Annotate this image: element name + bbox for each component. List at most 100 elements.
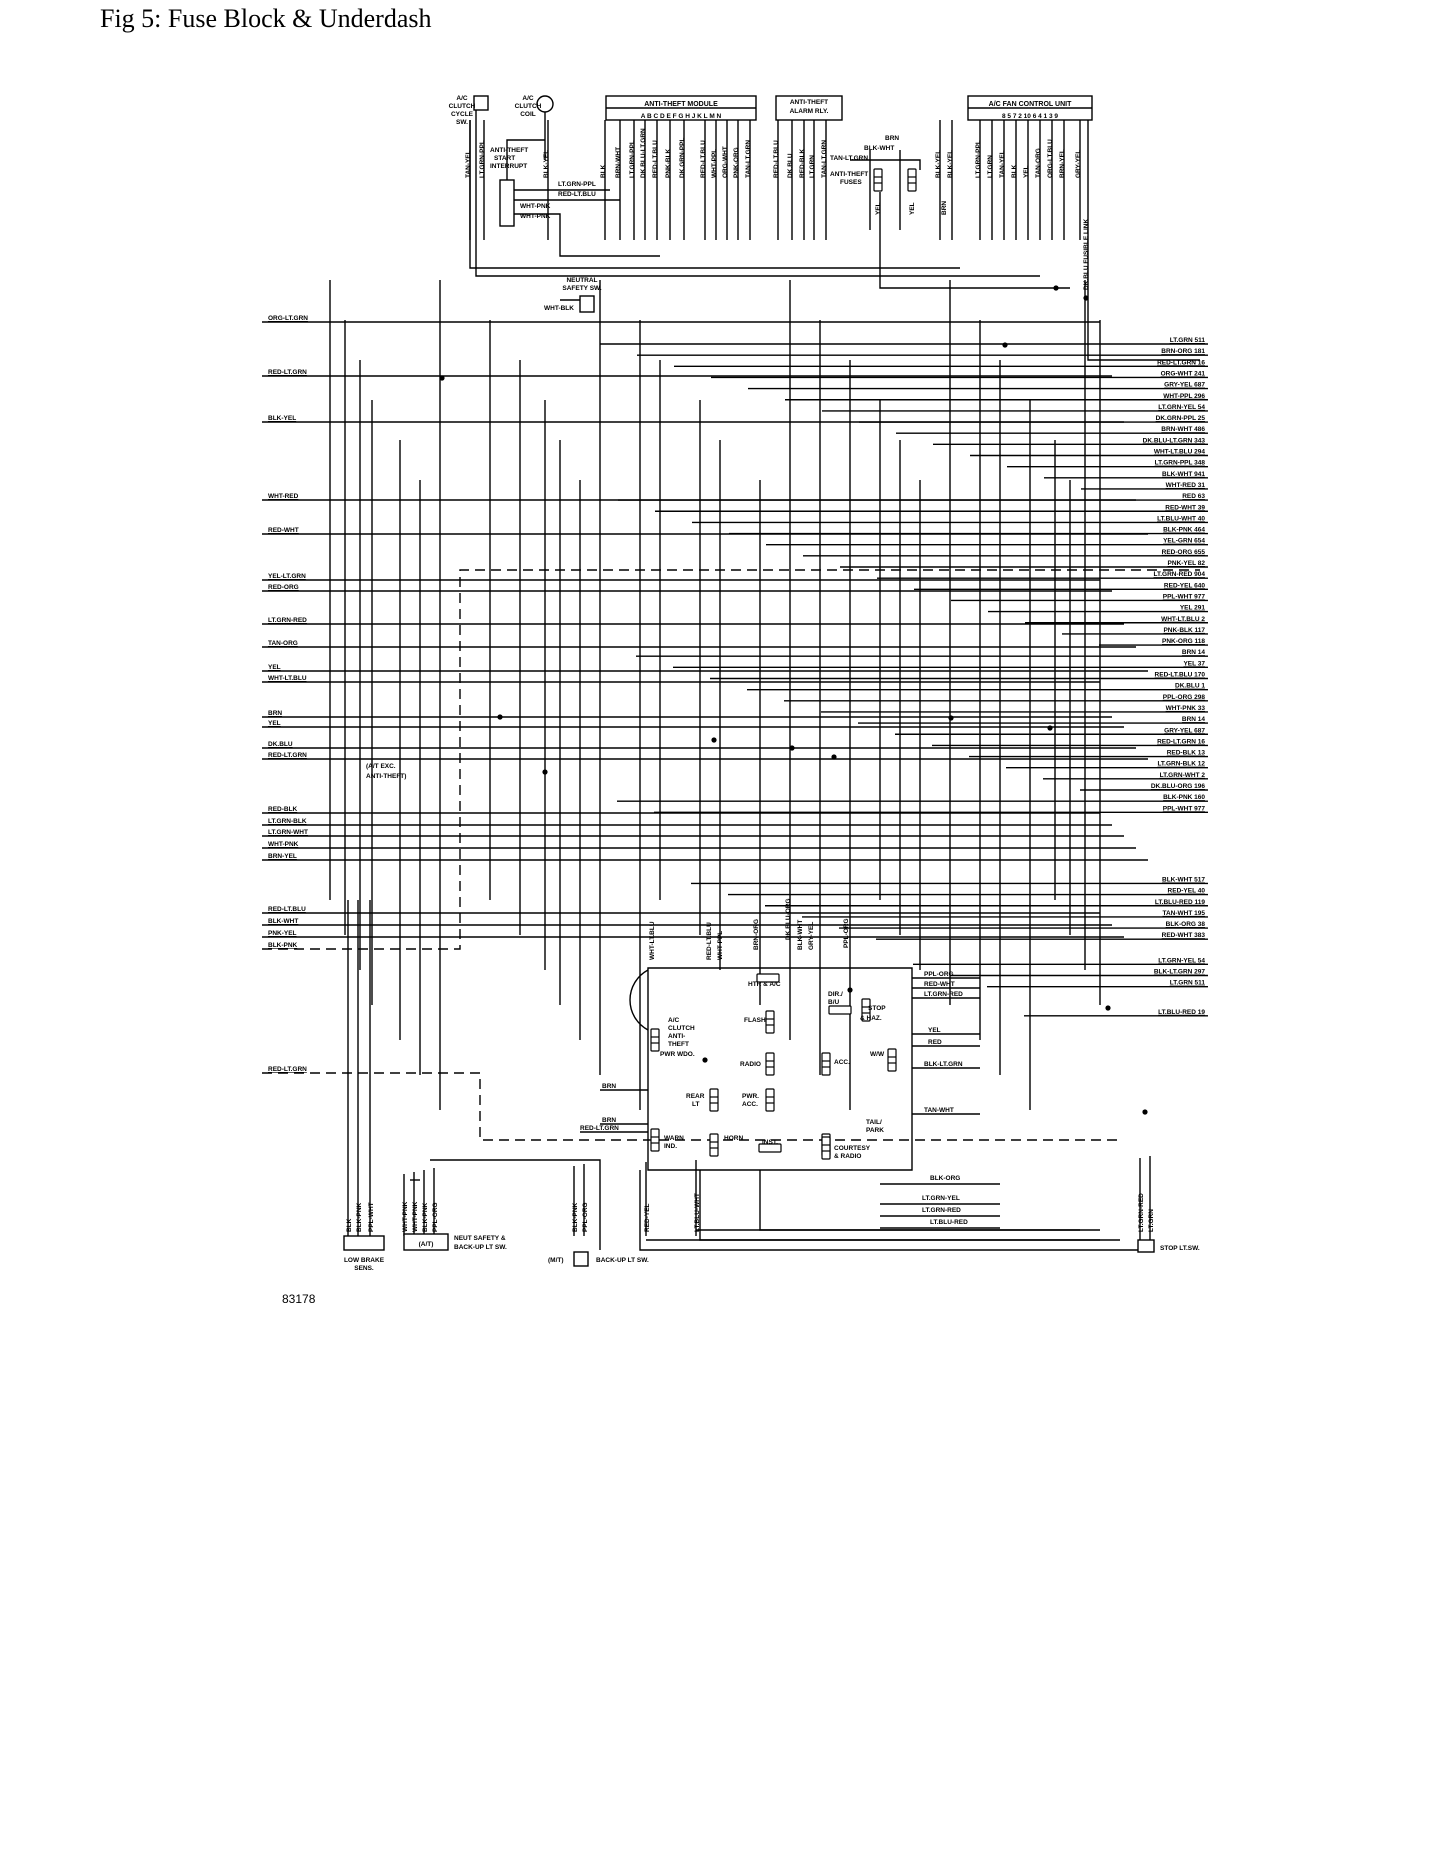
fuse-symbol: [828, 1005, 852, 1015]
right-wire-label: BLK-PNK 160: [1163, 794, 1205, 801]
right-wire-label: BRN 14: [1182, 649, 1206, 656]
bottom-wire-label: WHT-PNK: [402, 1201, 409, 1232]
neut-safety-backup-label: BACK-UP LT SW.: [454, 1244, 507, 1251]
start-interrupt-label: INTERRUPT: [490, 163, 527, 170]
fuse-label: COURTESY: [834, 1145, 871, 1152]
right-wire-label: BLK-WHT 517: [1162, 876, 1205, 883]
top-wire-label: BRN-WHT: [615, 147, 622, 178]
wire-label: TAN-LT.GRN: [830, 155, 868, 162]
top-wire-label: LT.GRN-PPL: [479, 140, 486, 178]
top-wire-label: PNK-ORG: [733, 147, 740, 178]
wire-line: [514, 213, 660, 257]
fuse-label: HTR & A/C: [748, 981, 781, 988]
fuse-block-wire-label: LT.GRN-RED: [922, 1207, 961, 1214]
mt-tag: (M/T): [548, 1257, 564, 1264]
wire-label: WHT-LT.BLU: [649, 921, 656, 960]
neutral-safety-switch: [579, 295, 595, 313]
right-wire-label: RED-YEL 640: [1164, 582, 1205, 589]
fuse-symbol: [650, 1128, 660, 1152]
top-wire-label: DK.BLU FUSIBLE LINK: [1083, 219, 1090, 290]
top-wire-label: PNK-BLK: [665, 148, 672, 178]
splice-dot: [1083, 295, 1089, 301]
right-wire-label: YEL-GRN 654: [1163, 538, 1205, 545]
anti-theft-fuse: [907, 168, 917, 192]
anti-theft-fuse: [873, 168, 883, 192]
stop-light-switch: [1137, 1239, 1155, 1253]
ac-clutch-coil: [536, 95, 554, 113]
ac-clutch-coil-label: A/C: [522, 95, 534, 102]
fuse-label: & RADIO: [834, 1153, 861, 1160]
top-wire-label: TAN-LT.GRN: [745, 140, 752, 178]
fuse-label: B/U: [828, 999, 840, 1006]
fuse-label: ANTI-: [668, 1033, 685, 1040]
start-interrupt-label: ANTI-THEFT: [490, 147, 528, 154]
right-wire-label: LT.GRN-YEL 54: [1158, 957, 1205, 964]
bottom-wire-label: BLK-PNK: [422, 1202, 429, 1232]
left-wire-label: ORG-LT.GRN: [268, 315, 308, 322]
right-wire-label: RED-WHT 39: [1165, 504, 1205, 511]
annotation-label: ANTI-THEFT): [366, 773, 406, 780]
fuse-symbol: [650, 1028, 660, 1052]
fuse-block-wire-label: LT.GRN-YEL: [922, 1195, 960, 1202]
left-wire-label: YEL: [268, 664, 281, 671]
top-wire-label: BRN-YEL: [1059, 149, 1066, 178]
left-wire-label: WHT-LT.BLU: [268, 675, 307, 682]
dashed-wire: [262, 1072, 1120, 1141]
right-wire-label: PPL-ORG 298: [1163, 694, 1206, 701]
wire-label: WHT-PNK: [520, 203, 551, 210]
wire-label: YEL: [875, 202, 882, 215]
right-wire-label: LT.GRN-BLK 12: [1157, 761, 1205, 768]
fuse-label: ACC.: [834, 1059, 850, 1066]
top-wire-label: RED-LT.BLU: [700, 140, 707, 178]
wire-lines: [262, 110, 1208, 1251]
right-wire-label: RED-BLK 13: [1167, 750, 1206, 757]
right-wire-label: LT.GRN-YEL 54: [1158, 404, 1205, 411]
bottom-wire-label: PPL-ORG: [432, 1202, 439, 1232]
top-wire-label: WHT-PPL: [711, 149, 718, 178]
fuse-label: INST.: [762, 1139, 778, 1146]
splice-dot: [1047, 725, 1053, 731]
fuse-label: THEFT: [668, 1041, 689, 1048]
right-wire-label: LT.GRN-RED 904: [1153, 571, 1205, 578]
top-wire-label: RED-LT.BLU: [652, 140, 659, 178]
component-boxes: [343, 95, 1155, 1267]
bottom-wire-label: WHT-PNK: [412, 1201, 419, 1232]
fuse-label: A/C: [668, 1017, 680, 1024]
splice-dot: [497, 714, 503, 720]
right-wire-label: RED 63: [1182, 493, 1205, 500]
right-wire-label: PPL-WHT 977: [1163, 593, 1206, 600]
wire-label: WHT-PPL: [717, 931, 724, 960]
fuse-block-wire-label: RED-WHT: [924, 981, 955, 988]
fuse-block-wire-label: BLK-LT.GRN: [924, 1061, 963, 1068]
bottom-wire-label: PPL-WHT: [368, 1202, 375, 1232]
fuse-symbol: [821, 1136, 831, 1160]
fuse-label: HORN: [724, 1135, 743, 1142]
left-wire-label: BLK-WHT: [268, 918, 298, 925]
neutral-safety-backup-switch: [403, 1233, 449, 1251]
wire-line: [869, 150, 901, 230]
alarm-relay-label: ANTI-THEFT: [790, 99, 828, 106]
right-wire-label: BRN-ORG 181: [1161, 348, 1205, 355]
wire-label: BRN-ORG: [753, 919, 760, 950]
wire-label: PPL-ORG: [843, 918, 850, 948]
left-wire-label: RED-LT.BLU: [268, 906, 306, 913]
fuse-label: STOP: [868, 1005, 886, 1012]
right-wire-label: TAN-WHT 195: [1163, 910, 1206, 917]
ac-clutch-coil-label: COIL: [520, 111, 536, 118]
right-wire-label: WHT-PNK 33: [1166, 705, 1206, 712]
fuse-symbol: [709, 1133, 719, 1157]
wire-line: [647, 967, 913, 1171]
left-wire-label: BRN: [268, 710, 282, 717]
fuse-label: & HAZ.: [860, 1015, 882, 1022]
bottom-wire-label: LT.GRN: [1148, 1209, 1155, 1232]
splice-dot: [831, 754, 837, 760]
low-brake-sensor: [343, 1235, 385, 1251]
wire-label: BRN: [941, 201, 948, 215]
fuse-label: PARK: [866, 1127, 884, 1134]
left-wire-label: RED-BLK: [268, 806, 298, 813]
fuse-block-wire-label: TAN-WHT: [924, 1107, 954, 1114]
left-wire-label: PNK-YEL: [268, 930, 297, 937]
right-wire-label: LT.GRN 511: [1170, 337, 1206, 344]
left-wire-label: DK.BLU: [268, 741, 293, 748]
top-wire-label: TAN-YEL: [465, 150, 472, 178]
